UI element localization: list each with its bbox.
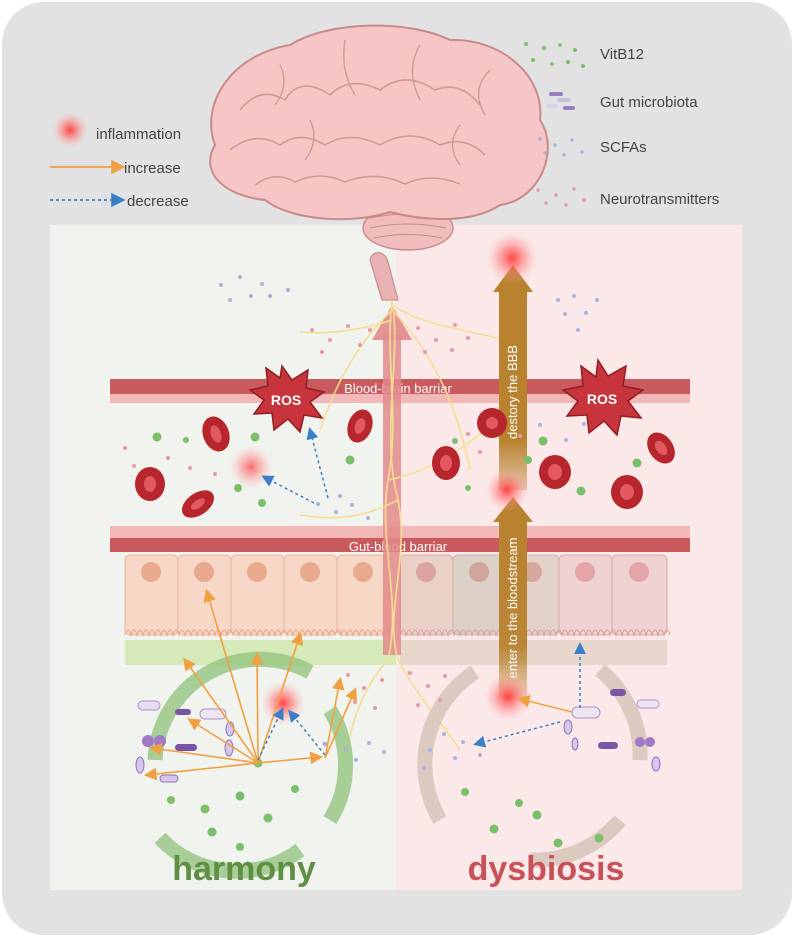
- red-blood-cells: [135, 408, 675, 518]
- gut-microbiota-dysbiosis: [563, 689, 661, 772]
- neurotransmitter-particles: [123, 323, 522, 710]
- increase-arrows-harmony: [143, 588, 357, 781]
- vagus-nerve-pathway: [299, 299, 521, 761]
- gut-microbiota-legend-icon: [546, 92, 575, 110]
- ros-star-right: [561, 357, 645, 437]
- inflammation-legend-icon: [52, 112, 88, 148]
- dysbiosis-cycle-arrows: [417, 664, 648, 868]
- legend-decrease-label: decrease: [127, 193, 189, 210]
- epithelial-cells-healthy: [124, 554, 396, 665]
- scfas-legend-icon: [538, 137, 584, 157]
- inflammation-glow-brain: [486, 232, 538, 284]
- harmony-label: harmony: [172, 850, 316, 888]
- legend-increase-label: increase: [124, 160, 181, 177]
- legend-scfas-label: SCFAs: [600, 139, 647, 156]
- legend-gut-microbiota-label: Gut microbiota: [600, 94, 698, 111]
- dysbiosis-label: dysbiosis: [468, 850, 625, 888]
- neurotransmitters-legend-icon: [536, 187, 586, 207]
- decrease-arrows: [257, 427, 586, 761]
- ros-star-left: [248, 364, 326, 434]
- vitb12-particles: [152, 432, 642, 851]
- epithelial-cells-damaged: [399, 554, 671, 665]
- legend-neurotransmitters-label: Neurotransmitters: [600, 191, 719, 208]
- ros-label-right: ROS: [587, 391, 617, 407]
- brain-illustration: [209, 24, 549, 301]
- legend-vitb12-label: VitB12: [600, 46, 644, 63]
- inflammation-glow-bloodstream: [485, 468, 529, 512]
- inflammation-glow-blood: [229, 445, 273, 489]
- enter-bloodstream-label: enter to the bloodstream: [505, 538, 520, 679]
- inflammation-glow-gut-dysbiosis: [484, 673, 532, 721]
- legend-inflammation-label: inflammation: [96, 126, 181, 143]
- ros-label-left: ROS: [271, 392, 301, 408]
- scfa-particles: [219, 275, 599, 770]
- destroy-bbb-label: destory the BBB: [505, 345, 520, 439]
- harmony-cycle-arrows: [147, 651, 354, 879]
- increase-arrows-dysbiosis: [516, 695, 573, 713]
- vitb12-legend-icon: [524, 42, 585, 68]
